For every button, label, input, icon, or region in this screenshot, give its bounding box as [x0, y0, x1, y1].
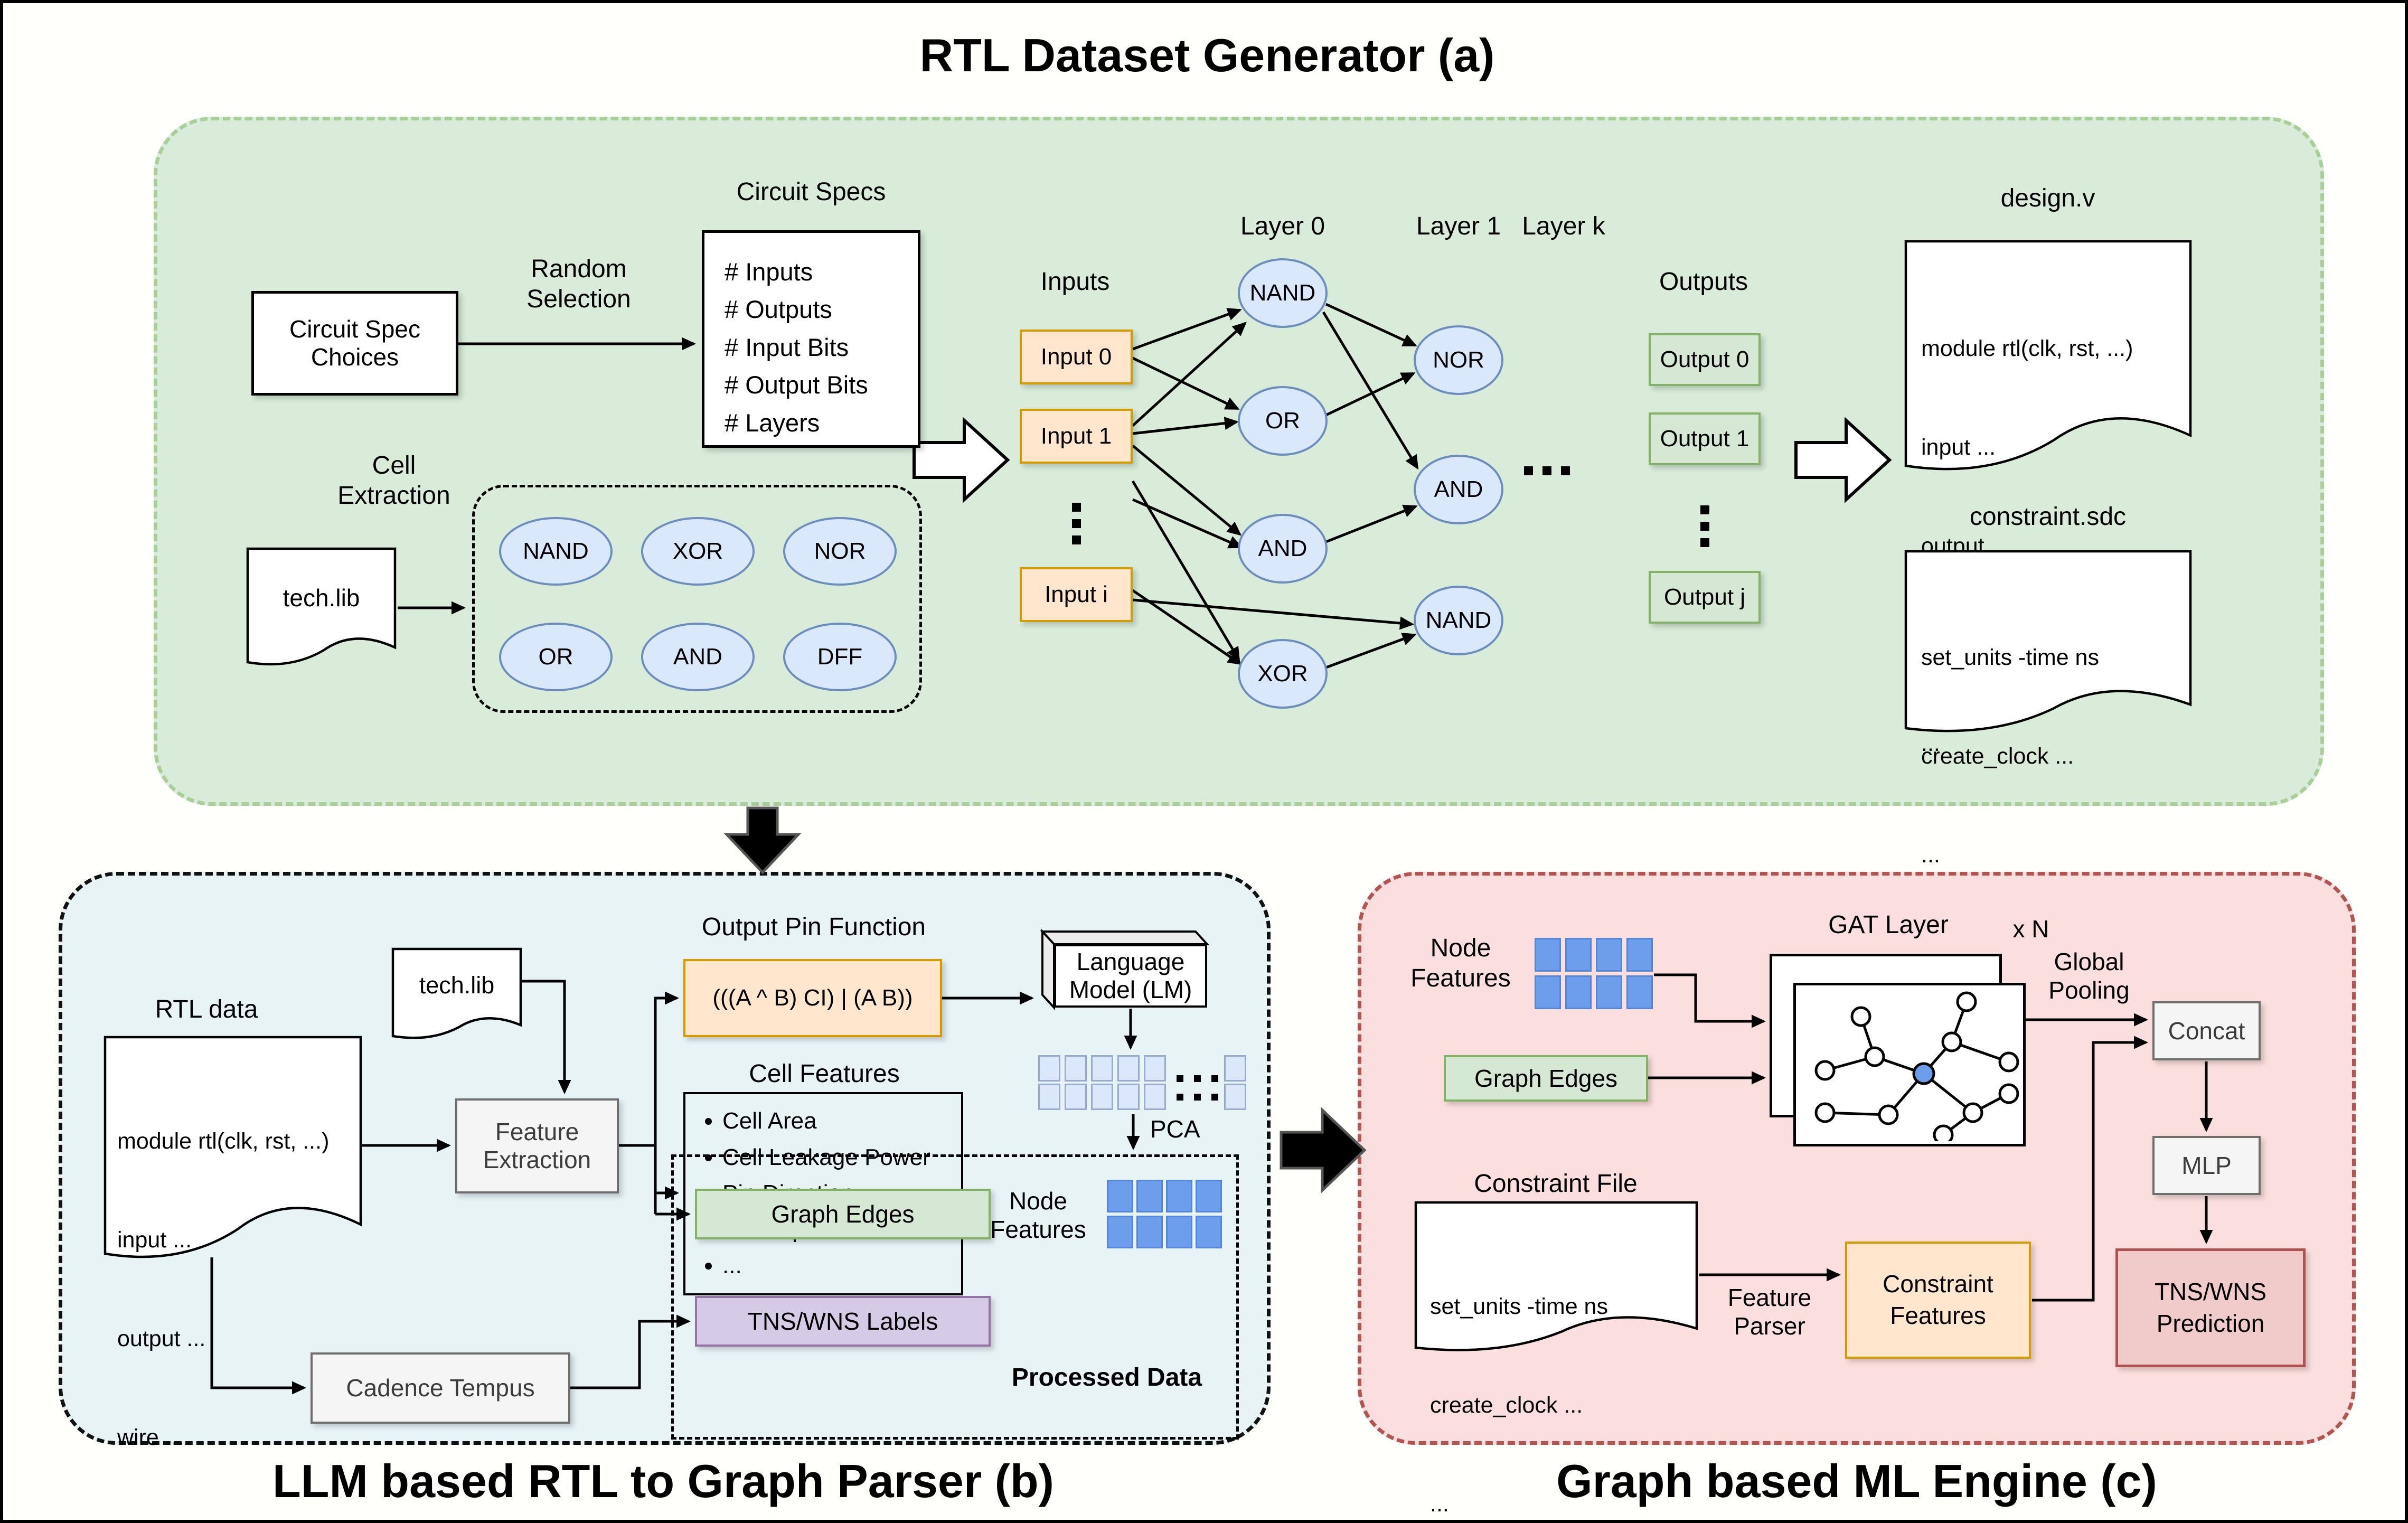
constraint-features-line1: Constraint: [1883, 1270, 1993, 1298]
caption-c: Graph based ML Engine (c): [1556, 1455, 2157, 1507]
output-pin-function-box: (((A ^ B) CI) | (A B)): [683, 959, 942, 1037]
cell-ellipse-nor: NOR: [783, 517, 897, 586]
constraint-features-box: Constraint Features: [1845, 1242, 2031, 1359]
cell-extraction-label: Cell Extraction: [337, 452, 450, 510]
cell-ellipse-and: AND: [641, 623, 755, 691]
node-features-label-c: Node Features: [1410, 934, 1511, 992]
circuit-specs-title: Circuit Specs: [736, 178, 886, 206]
tns-wns-prediction-box: TNS/WNS Prediction: [2115, 1248, 2306, 1367]
global-pooling-label: Global Pooling: [2048, 947, 2130, 1004]
tech-lib-document-a: tech.lib: [246, 547, 397, 671]
layer-1-label: Layer 1: [1416, 212, 1501, 240]
layer0-nand-node: NAND: [1238, 258, 1328, 328]
layer0-xor-node: XOR: [1238, 639, 1328, 709]
feature-parser-label: Feature Parser: [1727, 1283, 1812, 1340]
gat-repeat-label: x N: [2012, 915, 2049, 943]
outputs-label: Outputs: [1659, 268, 1748, 296]
block-arrow-specs-to-network: [913, 417, 1010, 503]
layer-k-label: Layer k: [1522, 212, 1605, 240]
layer1-nand-node: NAND: [1414, 586, 1503, 655]
cell-features-title: Cell Features: [749, 1060, 900, 1088]
gat-layer-label: GAT Layer: [1828, 911, 1949, 939]
mlp-box: MLP: [2152, 1136, 2261, 1195]
random-selection-label: Random Selection: [526, 255, 631, 313]
circuit-specs-box: # Inputs # Outputs # Input Bits # Output…: [702, 230, 920, 448]
gat-center-node: [1912, 1062, 1935, 1085]
layer0-and-node: AND: [1238, 514, 1328, 584]
node-features-label-b: Node Features: [990, 1187, 1086, 1243]
tokens-ellipsis-icon: [1177, 1075, 1218, 1101]
constraint-sdc-label: constraint.sdc: [1969, 503, 2127, 531]
inputs-vertical-ellipsis-icon: [1066, 494, 1087, 552]
cell-ellipse-xor: XOR: [641, 517, 755, 586]
node-features-grid-c: [1535, 938, 1653, 1009]
cadence-tempus-box: Cadence Tempus: [311, 1352, 570, 1424]
feature-extraction-box: Feature Extraction: [455, 1098, 619, 1193]
tns-wns-labels-box: TNS/WNS Labels: [695, 1296, 991, 1347]
constraint-file-document: set_units -time ns create_clock ... ...: [1414, 1201, 1698, 1517]
layers-horizontal-ellipsis-icon: [1524, 466, 1570, 475]
graph-edges-box-c: Graph Edges: [1444, 1055, 1648, 1102]
constraint-features-line2: Features: [1890, 1302, 1986, 1329]
input-0-box: Input 0: [1020, 330, 1133, 384]
layer1-nor-node: NOR: [1414, 325, 1503, 395]
input-1-box: Input 1: [1020, 409, 1133, 464]
output-0-box: Output 0: [1649, 333, 1761, 386]
design-v-document: module rtl(clk, rst, ...) input ... outp…: [1904, 240, 2192, 756]
concat-box: Concat: [2152, 1001, 2261, 1060]
constraint-file-label: Constraint File: [1474, 1170, 1638, 1198]
outputs-vertical-ellipsis-icon: [1694, 497, 1715, 555]
input-i-box: Input i: [1020, 567, 1133, 622]
inputs-label: Inputs: [1040, 268, 1110, 296]
output-1-box: Output 1: [1649, 412, 1761, 465]
lm-embedding-tokens: [1038, 1055, 1166, 1110]
constraint-sdc-document: set_units -time ns create_clock ... ...: [1904, 550, 2192, 868]
circuit-spec-choices-box: Circuit Spec Choices: [251, 291, 458, 396]
cell-ellipse-nand: NAND: [499, 517, 613, 586]
block-arrow-outputs-to-files: [1794, 417, 1892, 503]
node-features-grid-b: [1107, 1180, 1222, 1248]
block-arrow-a-to-b: [723, 806, 802, 875]
layer0-or-node: OR: [1238, 386, 1328, 456]
cell-ellipse-or: OR: [499, 623, 613, 691]
output-j-box: Output j: [1649, 571, 1761, 624]
title-a: RTL Dataset Generator (a): [919, 29, 1495, 81]
output-pin-function-label: Output Pin Function: [701, 913, 926, 941]
pca-label: PCA: [1150, 1115, 1200, 1143]
processed-data-label: Processed Data: [1011, 1364, 1202, 1392]
rtl-data-label: RTL data: [155, 995, 258, 1023]
extracted-cells-box: [472, 485, 922, 713]
processed-data-box: [671, 1154, 1239, 1440]
rtl-data-document: module rtl(clk, rst, ...) input ... outp…: [104, 1036, 362, 1450]
layer1-and-node: AND: [1414, 455, 1503, 524]
design-v-label: design.v: [2000, 184, 2095, 212]
language-model-box: Language Model (LM): [1054, 944, 1207, 1008]
graph-edges-box-b: Graph Edges: [695, 1189, 991, 1239]
layer-0-label: Layer 0: [1240, 212, 1325, 240]
tech-lib-document-b: tech.lib: [391, 947, 522, 1045]
connector-layer: [210, 303, 2213, 1395]
caption-b: LLM based RTL to Graph Parser (b): [272, 1455, 1054, 1507]
block-arrow-b-to-c: [1280, 1107, 1367, 1193]
gat-graph: [1814, 991, 2019, 1141]
lm-embedding-last-token: [1224, 1055, 1246, 1110]
cell-ellipse-dff: DFF: [783, 623, 897, 691]
